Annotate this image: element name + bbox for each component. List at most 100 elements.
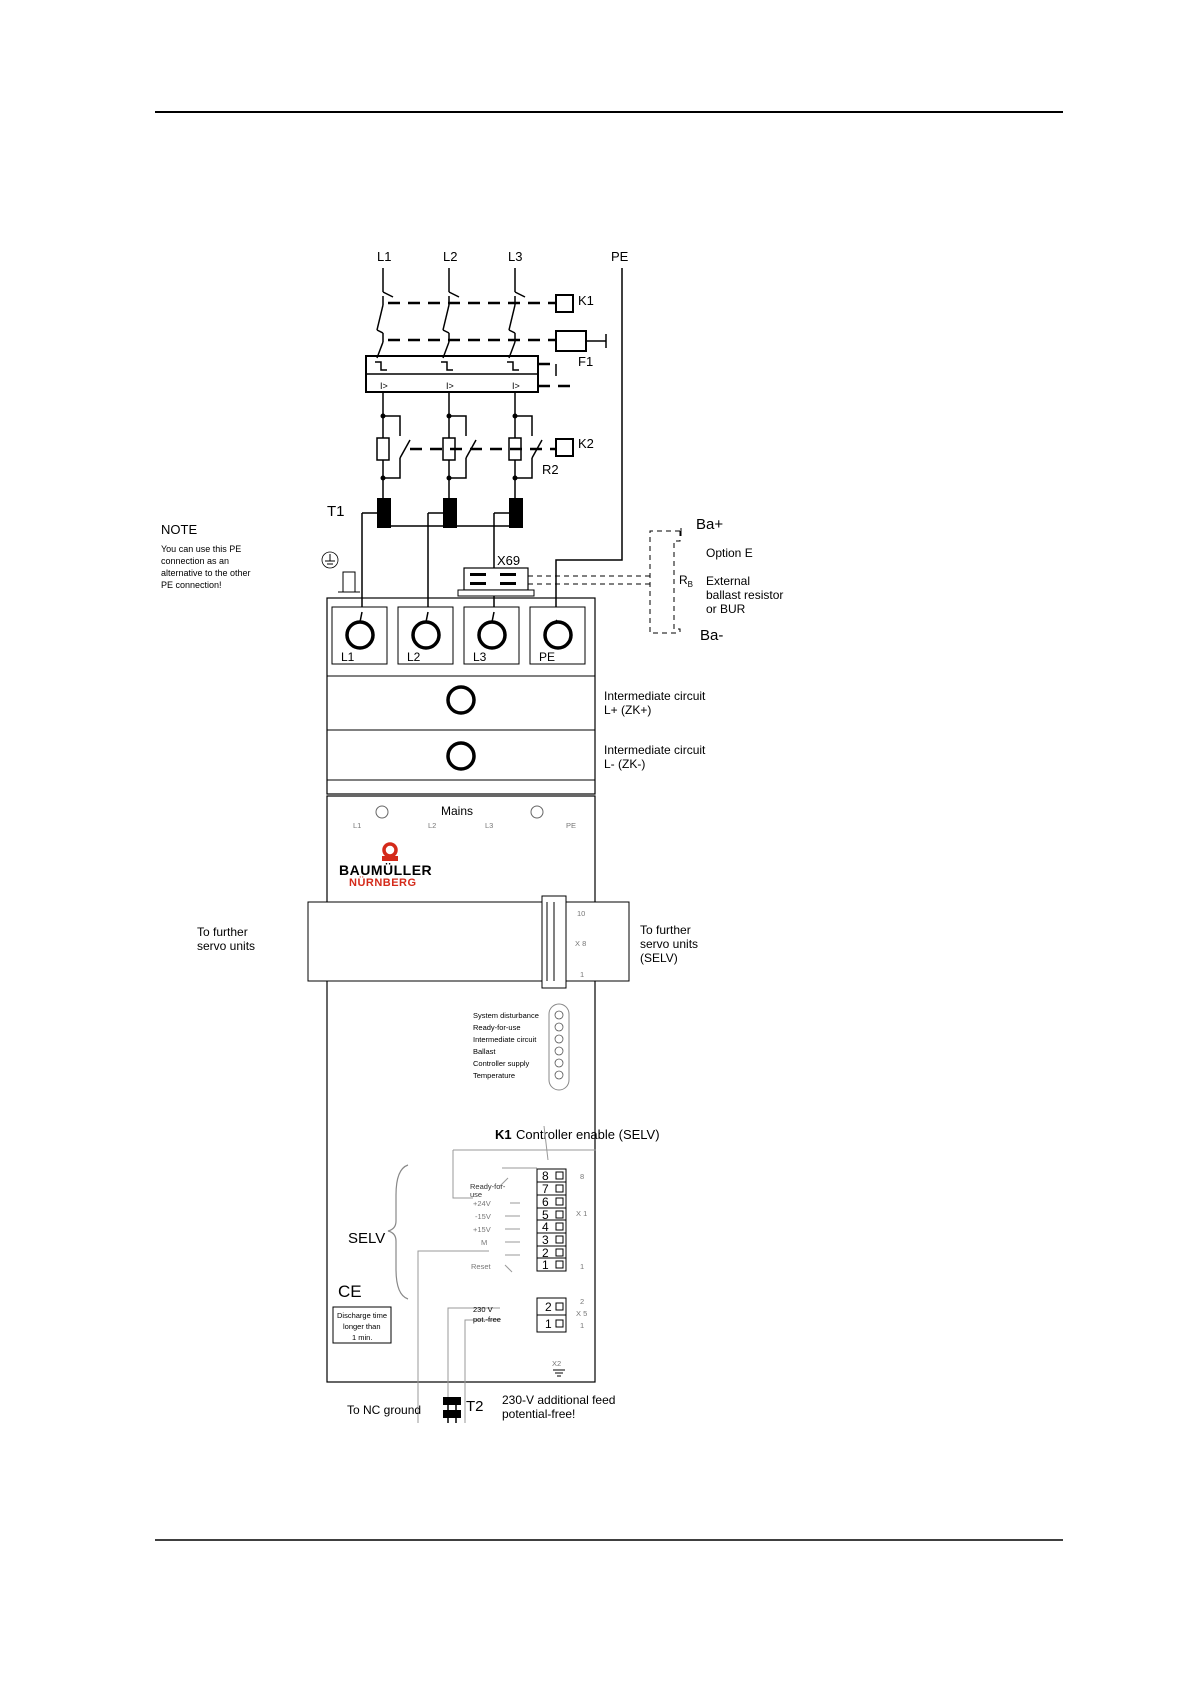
x1-signal-p15v: +15V	[473, 1225, 491, 1234]
selv-label: SELV	[348, 1230, 385, 1247]
zk-minus-line-1: Intermediate circuit	[604, 743, 706, 757]
x1-k1-label: K1	[495, 1127, 512, 1142]
nc-ground-label: To NC ground	[347, 1403, 421, 1417]
x8-pin-top: 10	[577, 909, 585, 918]
x1-signal-m: M	[481, 1238, 487, 1247]
brand-line-1: BAUMÜLLER	[339, 862, 432, 878]
x69-connector	[457, 567, 650, 597]
x5-pin-1: 1	[545, 1317, 552, 1331]
ground-symbol-icon	[321, 551, 360, 593]
phase-label-l3: L3	[508, 249, 522, 264]
ba-minus-label: Ba-	[700, 627, 723, 644]
terminal-pe: PE	[539, 650, 555, 664]
note-line-2: connection as an	[161, 556, 229, 566]
mains-term-l1: L1	[353, 821, 361, 830]
x8-label: X 8	[575, 939, 586, 948]
mains-term-l3: L3	[485, 821, 493, 830]
x5-pin-bottom: 1	[580, 1321, 584, 1330]
phase-label-l2: L2	[443, 249, 457, 264]
led-label-5: Controller supply	[473, 1059, 530, 1068]
x1-pin-3: 3	[542, 1233, 549, 1247]
x5-pin-2: 2	[545, 1300, 552, 1314]
brand-line-2: NÜRNBERG	[349, 876, 417, 889]
x5-signal-1: 230 V	[473, 1305, 493, 1314]
x1-signal-m15v: -15V	[475, 1212, 491, 1221]
x1-pin-2: 2	[542, 1246, 549, 1260]
device-front-panel	[326, 795, 596, 1383]
x5-label: X 5	[576, 1309, 587, 1318]
led-label-2: Ready-for-use	[473, 1023, 521, 1032]
x8-bus-connector	[307, 895, 630, 989]
x1-signal-reset: Reset	[471, 1262, 492, 1271]
led-label-6: Temperature	[473, 1071, 515, 1080]
x1-pin-top: 8	[580, 1172, 584, 1181]
zk-plus-line-2: L+ (ZK+)	[604, 703, 651, 717]
ba-plus-label: Ba+	[696, 516, 723, 533]
terminal-l2: L2	[407, 650, 421, 664]
x8-right-line-3: (SELV)	[640, 951, 678, 965]
k2-label: K2	[578, 436, 594, 451]
f1-label: F1	[578, 354, 593, 369]
overcurrent-3: I>	[512, 381, 520, 391]
status-led-panel	[548, 1003, 570, 1091]
note-title: NOTE	[161, 522, 197, 537]
r2-label: R2	[542, 462, 559, 477]
zk-minus-line-2: L- (ZK-)	[604, 757, 645, 771]
rb-symbol: RB	[679, 573, 693, 589]
pe-label: PE	[611, 249, 629, 264]
discharge-warning-box	[332, 1306, 392, 1344]
mains-term-pe: PE	[566, 821, 576, 830]
x1-pin-8: 8	[542, 1169, 549, 1183]
x2-ground-icon	[553, 1369, 565, 1377]
discharge-line-3: 1 min.	[352, 1333, 372, 1342]
k1-contactor	[376, 291, 574, 331]
f1-breaker	[365, 329, 607, 393]
x8-left-line-1: To further	[197, 925, 248, 939]
controller-enable-label: Controller enable (SELV)	[516, 1127, 660, 1142]
t1-label: T1	[327, 503, 345, 520]
feed-line-1: 230-V additional feed	[502, 1393, 615, 1407]
discharge-line-1: Discharge time	[337, 1311, 387, 1320]
x1-pin-7: 7	[542, 1182, 549, 1196]
zk-plus-line-1: Intermediate circuit	[604, 689, 706, 703]
discharge-line-2: longer than	[343, 1322, 381, 1331]
x8-right-line-1: To further	[640, 923, 691, 937]
t2-transformer	[443, 1397, 461, 1423]
phase-label-l1: L1	[377, 249, 391, 264]
x5-terminal-block	[447, 1297, 567, 1423]
x1-pin-4: 4	[542, 1220, 549, 1234]
x1-pin-5: 5	[542, 1208, 549, 1222]
ballast-desc-2: ballast resistor	[706, 588, 783, 602]
pe-wire	[555, 268, 623, 620]
x69-label: X69	[497, 553, 520, 568]
terminal-l1: L1	[341, 650, 355, 664]
x1-signal-leads	[417, 1177, 520, 1423]
ballast-desc-1: External	[706, 574, 750, 588]
x8-right-line-2: servo units	[640, 937, 698, 951]
x1-signal-ready-2: use	[470, 1190, 482, 1199]
controller-enable-switch	[452, 1125, 596, 1199]
feed-line-2: potential-free!	[502, 1407, 575, 1421]
note-line-4: PE connection!	[161, 580, 222, 590]
k1-label: K1	[578, 293, 594, 308]
ballast-desc-3: or BUR	[706, 602, 746, 616]
note-line-3: alternative to the other	[161, 568, 251, 578]
ballast-option-box	[649, 528, 682, 634]
k2-precharge-circuit	[376, 392, 574, 498]
baumuller-logo-icon	[382, 842, 398, 861]
phase-wires-top	[382, 268, 516, 292]
x1-pin-6: 6	[542, 1195, 549, 1209]
option-e-label: Option E	[706, 546, 753, 560]
mains-term-l2: L2	[428, 821, 436, 830]
mains-label: Mains	[441, 804, 473, 818]
x1-signal-24v: +24V	[473, 1199, 491, 1208]
x5-pin-top: 2	[580, 1297, 584, 1306]
x8-left-line-2: servo units	[197, 939, 255, 953]
x1-signal-ready-1: Ready-for-	[470, 1182, 506, 1191]
overcurrent-1: I>	[380, 381, 388, 391]
led-label-1: System disturbance	[473, 1011, 539, 1020]
x2-label: X2	[552, 1359, 561, 1368]
led-label-3: Intermediate circuit	[473, 1035, 537, 1044]
t2-label: T2	[466, 1398, 484, 1415]
